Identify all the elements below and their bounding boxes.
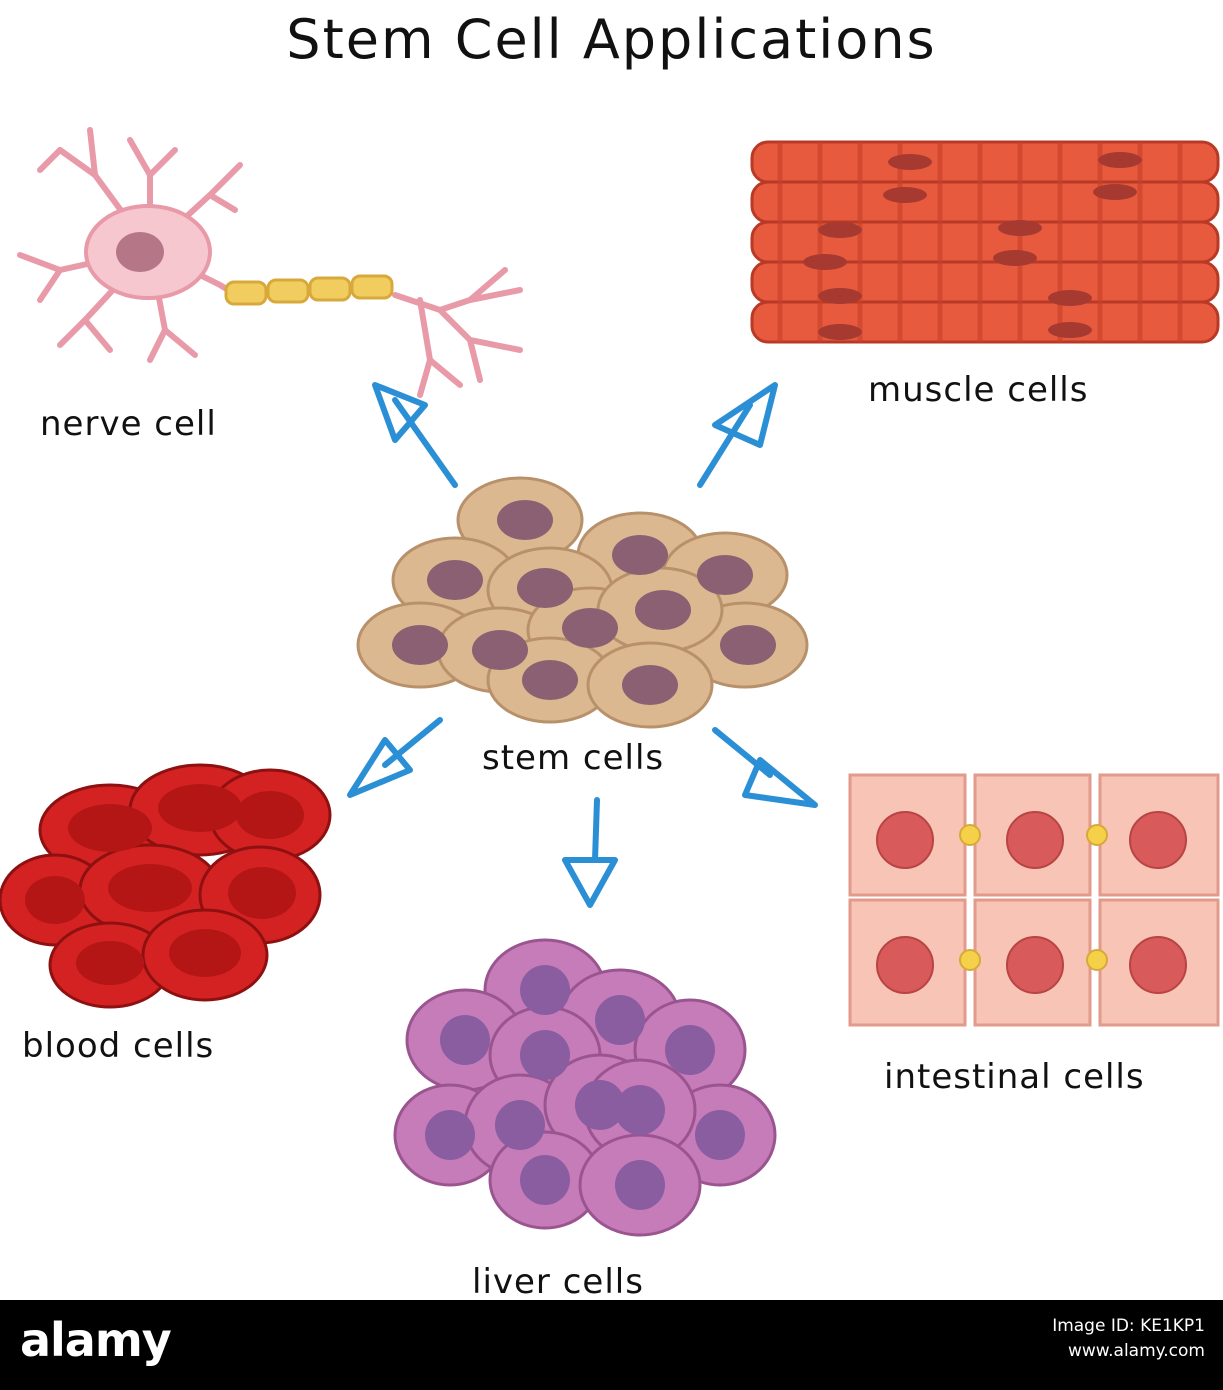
blood-cells-illustration — [0, 763, 332, 1009]
intestinal-cells-illustration — [848, 773, 1220, 1027]
arrow-to-liver — [562, 797, 618, 908]
stem-cell-diagram — [0, 127, 1220, 1237]
image-info: Image ID: KE1KP1 www.alamy.com — [1052, 1314, 1205, 1363]
muscle-cells-label: muscle cells — [868, 370, 1089, 410]
blood-cells-label: blood cells — [22, 1026, 215, 1066]
arrows — [347, 382, 818, 908]
liver-cells-illustration — [393, 938, 777, 1237]
intestinal-cells-label: intestinal cells — [884, 1057, 1145, 1097]
image-id: Image ID: KE1KP1 — [1052, 1316, 1205, 1336]
muscle-cells-illustration — [750, 140, 1220, 344]
arrow-to-nerve — [372, 382, 458, 488]
liver-cells-label: liver cells — [472, 1262, 644, 1302]
arrow-to-blood — [347, 717, 443, 798]
stem-cells-illustration — [356, 476, 809, 729]
arrow-to-muscle — [697, 382, 778, 488]
nerve-cell-label: nerve cell — [40, 404, 217, 444]
page-title: Stem Cell Applications — [286, 8, 937, 71]
arrow-to-intestinal — [712, 727, 818, 808]
alamy-logo: alamy — [20, 1313, 172, 1367]
site-url: www.alamy.com — [1067, 1340, 1205, 1361]
footer-bar — [0, 1300, 1223, 1390]
nerve-cell-illustration — [17, 127, 523, 398]
stem-cells-label: stem cells — [482, 738, 665, 778]
